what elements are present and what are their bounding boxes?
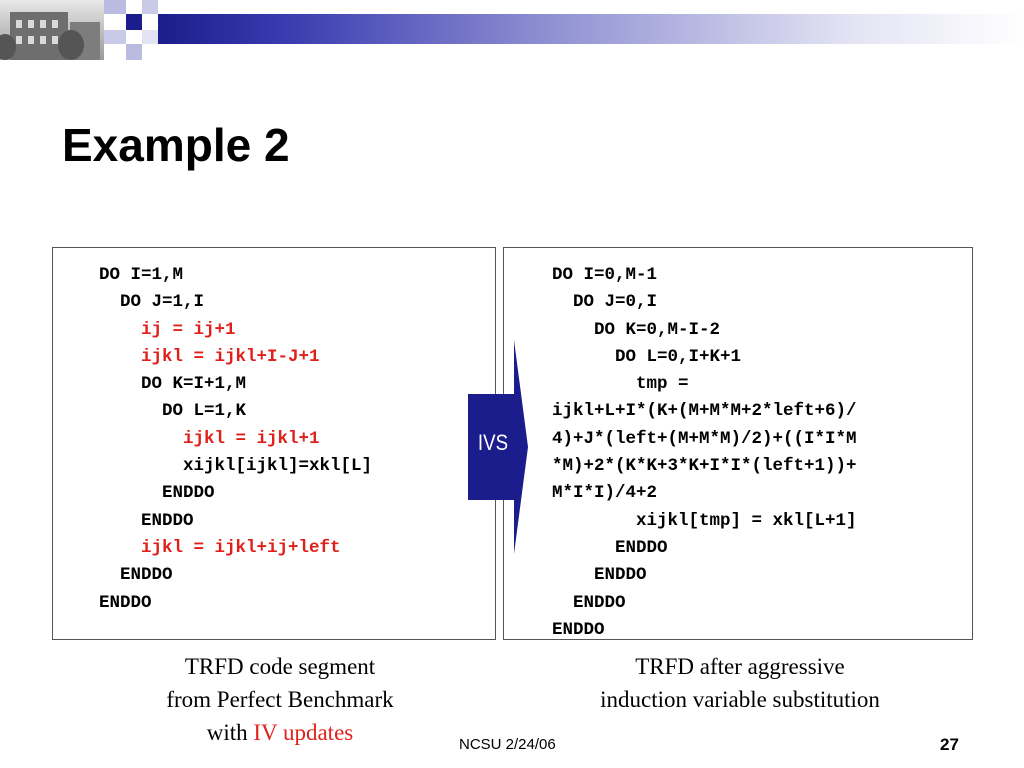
code-line: xijkl[tmp] = xkl[L+1] — [552, 510, 857, 531]
right-caption-line-1: TRFD after aggressive — [635, 654, 845, 679]
header-square-6 — [142, 30, 158, 44]
code-line: ENDDO — [99, 565, 173, 586]
slide-title: Example 2 — [62, 119, 290, 171]
left-caption-line-2: from Perfect Benchmark — [166, 687, 394, 712]
ivs-arrow-shape — [468, 340, 528, 554]
code-line: M*I*I)/4+2 — [552, 483, 658, 504]
code-line: xijkl[ijkl]=xkl[L] — [99, 456, 373, 477]
code-line: DO L=0,I+K+1 — [552, 346, 742, 367]
code-line: DO K=0,M-I-2 — [552, 319, 721, 340]
code-line: ij = ij+1 — [99, 319, 236, 340]
header-gradient-bar — [158, 14, 1024, 44]
code-line: DO J=1,I — [99, 292, 205, 313]
header-square-4 — [104, 30, 126, 44]
ivs-arrow — [468, 340, 528, 554]
code-line: ENDDO — [99, 483, 215, 504]
code-line: ijkl = ijkl+1 — [99, 428, 320, 449]
code-line: ijkl = ijkl+I-J+1 — [99, 346, 320, 367]
code-line: ENDDO — [552, 592, 626, 613]
left-caption-line-3: with IV updates — [110, 716, 450, 749]
code-line: ENDDO — [552, 565, 647, 586]
footer-date: NCSU 2/24/06 — [459, 736, 556, 753]
left-code-lines: DO I=1,M DO J=1,I ij = ij+1 ijkl = ijkl+… — [99, 262, 372, 617]
code-line: ijkl+L+I*(K+(M+M*M+2*left+6)/ — [552, 401, 857, 422]
header-square-3 — [142, 0, 158, 14]
code-line: DO K=I+1,M — [99, 374, 247, 395]
code-line: ENDDO — [99, 510, 194, 531]
left-caption-prefix: with — [206, 720, 254, 745]
right-code-box: DO I=0,M-1 DO J=0,I DO K=0,M-I-2 DO L=0,… — [503, 247, 973, 640]
header-building-photo — [0, 0, 104, 60]
code-line: DO L=1,K — [99, 401, 247, 422]
code-line: ENDDO — [552, 619, 605, 640]
ivs-arrow-label: IVS — [477, 430, 509, 455]
code-line: ijkl = ijkl+ij+left — [99, 537, 341, 558]
left-caption-line-1: TRFD code segment — [184, 654, 376, 679]
right-caption: TRFD after aggressive induction variable… — [540, 650, 940, 716]
code-line: ENDDO — [99, 592, 152, 613]
code-line: DO J=0,I — [552, 292, 658, 313]
header-square-5 — [126, 44, 142, 60]
code-line: 4)+J*(left+(M+M*M)/2)+((I*I*M — [552, 428, 857, 449]
code-line: DO I=0,M-1 — [552, 265, 658, 285]
right-caption-line-2: induction variable substitution — [600, 687, 880, 712]
left-caption: TRFD code segment from Perfect Benchmark… — [110, 650, 450, 749]
page-number: 27 — [940, 735, 959, 754]
code-line: *M)+2*(K*K+3*K+I*I*(left+1))+ — [552, 456, 857, 477]
right-code-lines: DO I=0,M-1 DO J=0,I DO K=0,M-I-2 DO L=0,… — [552, 262, 857, 644]
left-code-box: DO I=1,M DO J=1,I ij = ij+1 ijkl = ijkl+… — [52, 247, 496, 640]
header-square-1 — [104, 0, 126, 14]
left-caption-highlight: IV updates — [253, 720, 354, 745]
code-line: ENDDO — [552, 537, 668, 558]
header-square-2 — [126, 14, 142, 30]
code-line: tmp = — [552, 374, 689, 395]
code-line: DO I=1,M — [99, 265, 184, 285]
